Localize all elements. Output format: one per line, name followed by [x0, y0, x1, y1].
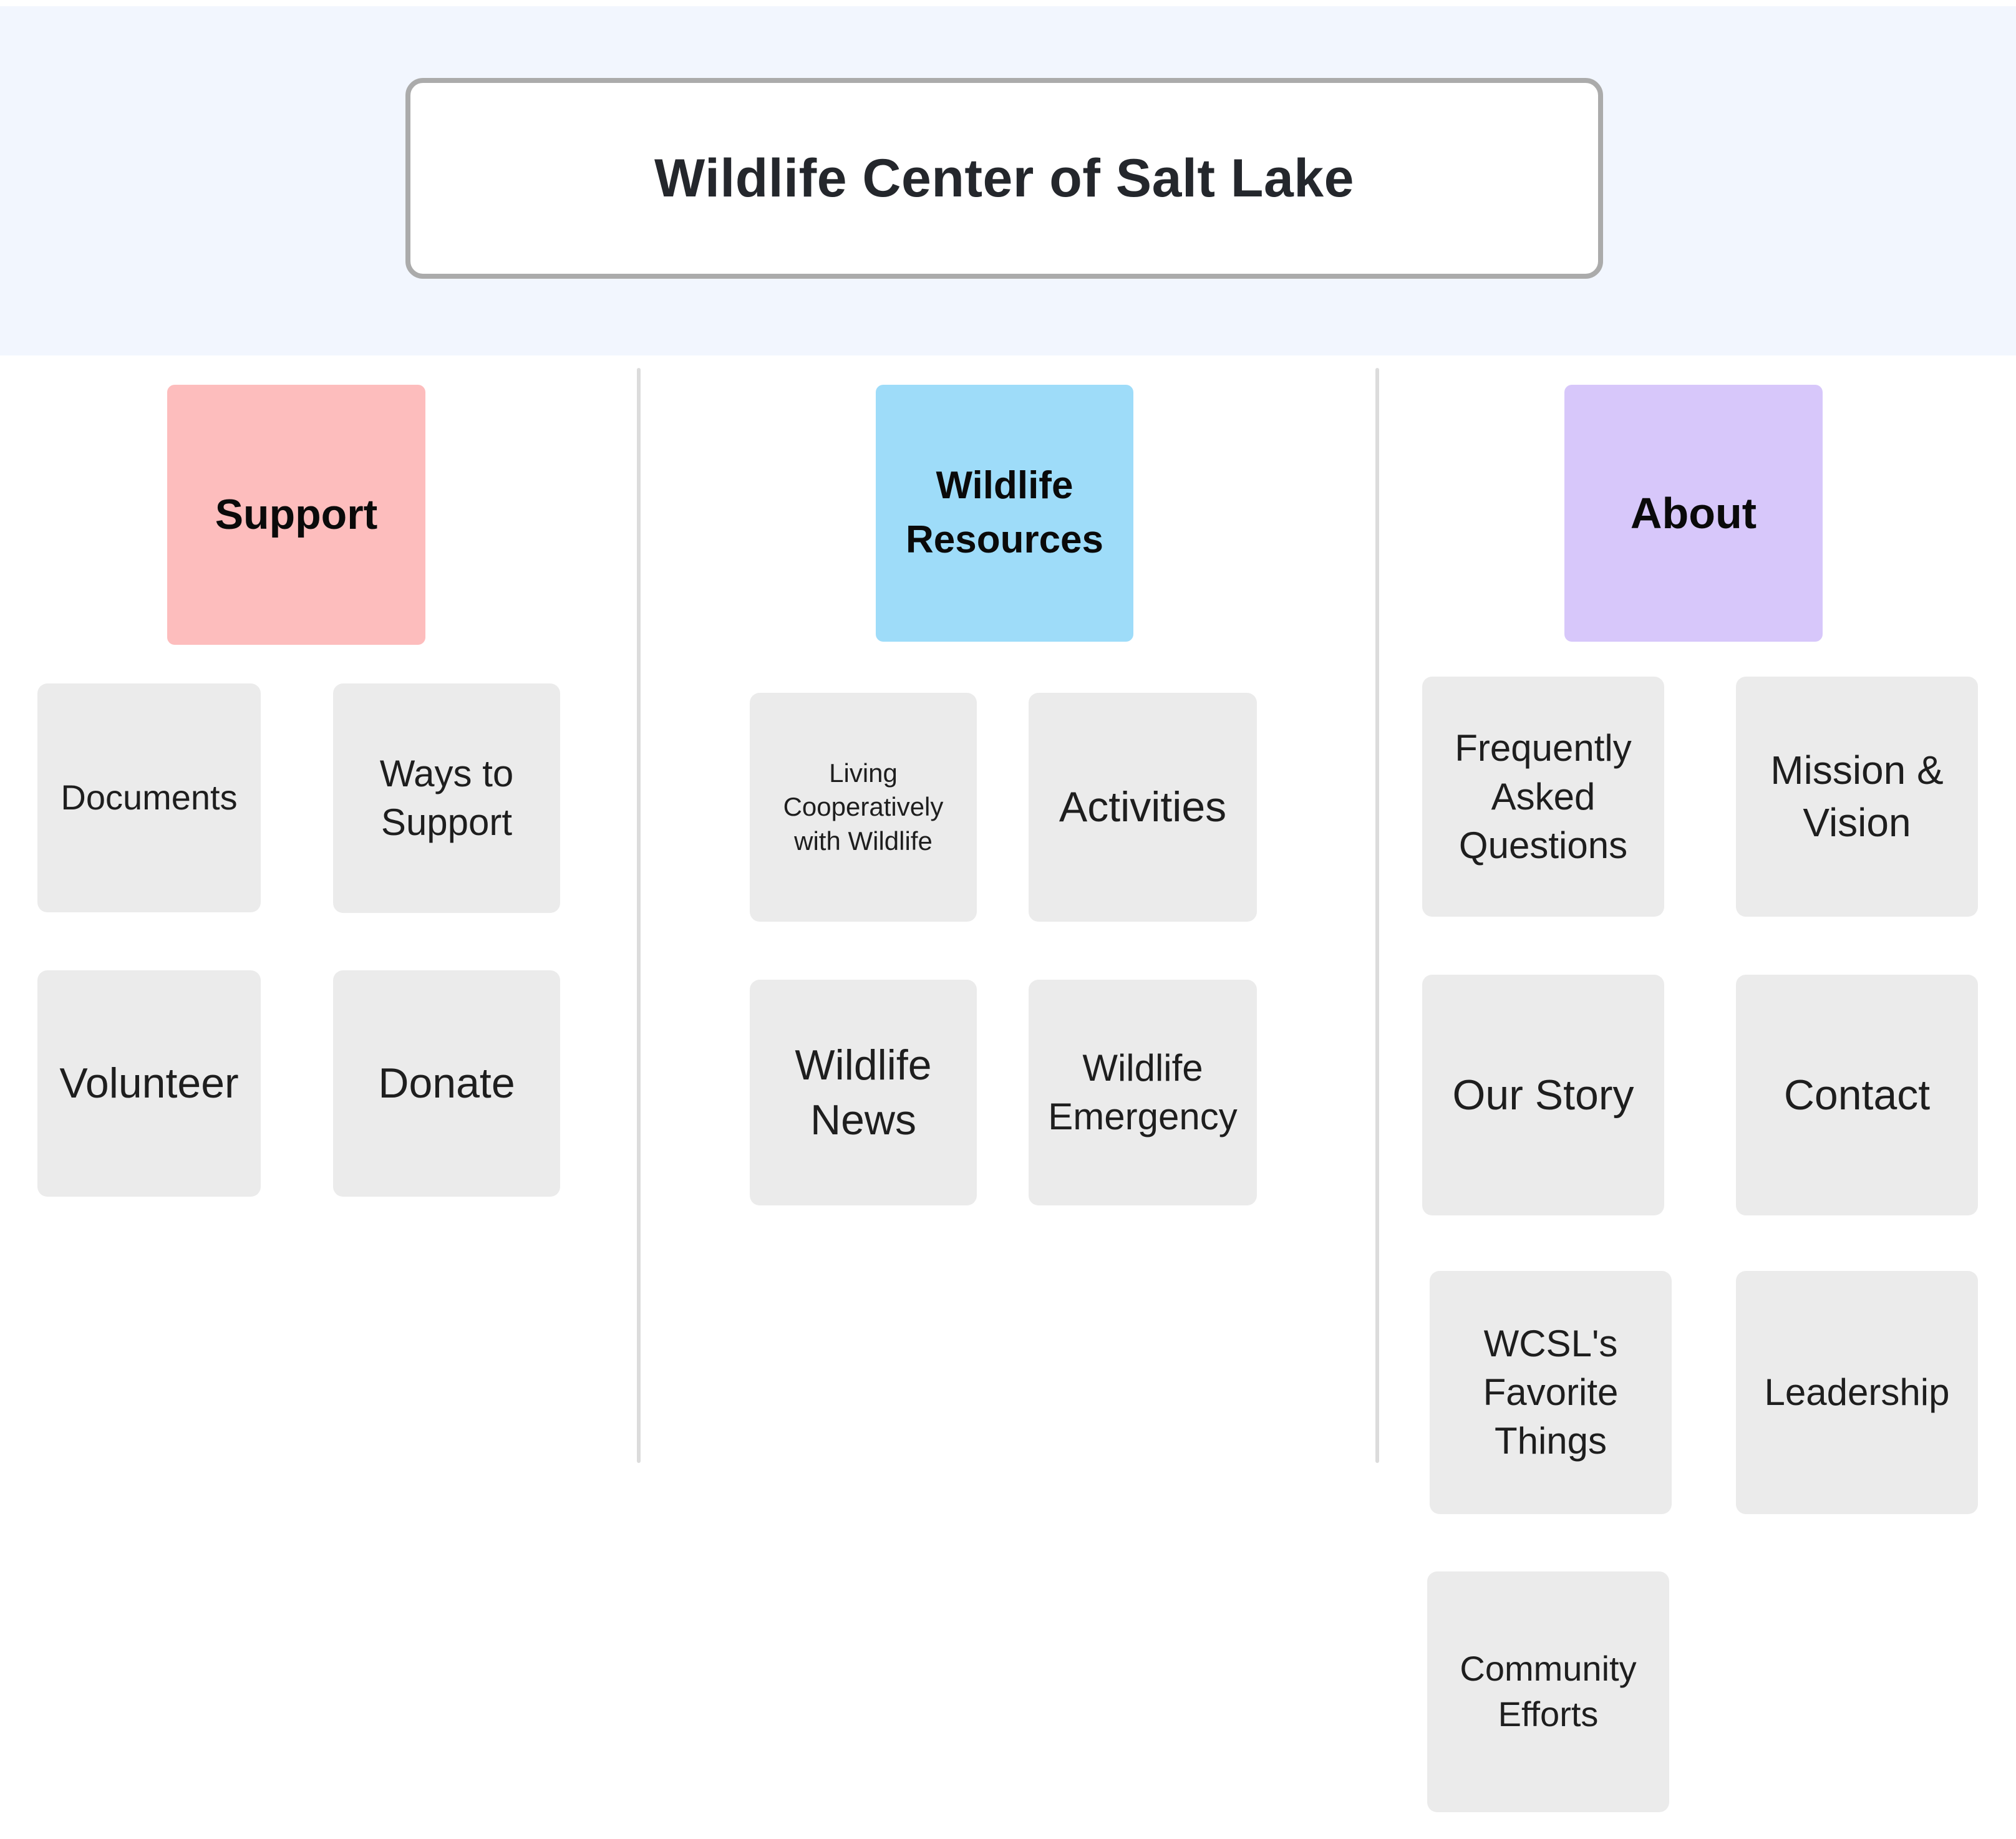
section-about[interactable]: About — [1564, 385, 1823, 642]
site-title: Wildlife Center of Salt Lake — [654, 148, 1354, 208]
page-node-our-story[interactable]: Our Story — [1422, 975, 1664, 1215]
page-node-contact[interactable]: Contact — [1736, 975, 1978, 1215]
page-node-leadership[interactable]: Leadership — [1736, 1271, 1978, 1514]
page-node-wildlife-news[interactable]: Wildlife News — [750, 980, 977, 1205]
page-node-community-efforts[interactable]: Community Efforts — [1427, 1571, 1669, 1812]
page-node-documents[interactable]: Documents — [37, 683, 261, 912]
section-support[interactable]: Support — [167, 385, 425, 645]
page-node-living-cooperatively[interactable]: Living Cooperatively with Wildlife — [750, 693, 977, 922]
page-node-wcsl-favorite-things[interactable]: WCSL's Favorite Things — [1430, 1271, 1672, 1514]
page-node-activities[interactable]: Activities — [1029, 693, 1257, 922]
page-node-volunteer[interactable]: Volunteer — [37, 970, 261, 1197]
page-node-ways-to-support[interactable]: Ways to Support — [333, 683, 560, 913]
column-divider-2 — [1375, 368, 1379, 1463]
page-node-faq[interactable]: Frequently Asked Questions — [1422, 677, 1664, 917]
section-wildlife-resources[interactable]: Wildlife Resources — [876, 385, 1133, 642]
page-node-donate[interactable]: Donate — [333, 970, 560, 1197]
column-divider-1 — [637, 368, 641, 1463]
site-title-card[interactable]: Wildlife Center of Salt Lake — [405, 78, 1603, 279]
page-node-mission-vision[interactable]: Mission & Vision — [1736, 677, 1978, 917]
page-node-wildlife-emergency[interactable]: Wildlife Emergency — [1029, 980, 1257, 1205]
